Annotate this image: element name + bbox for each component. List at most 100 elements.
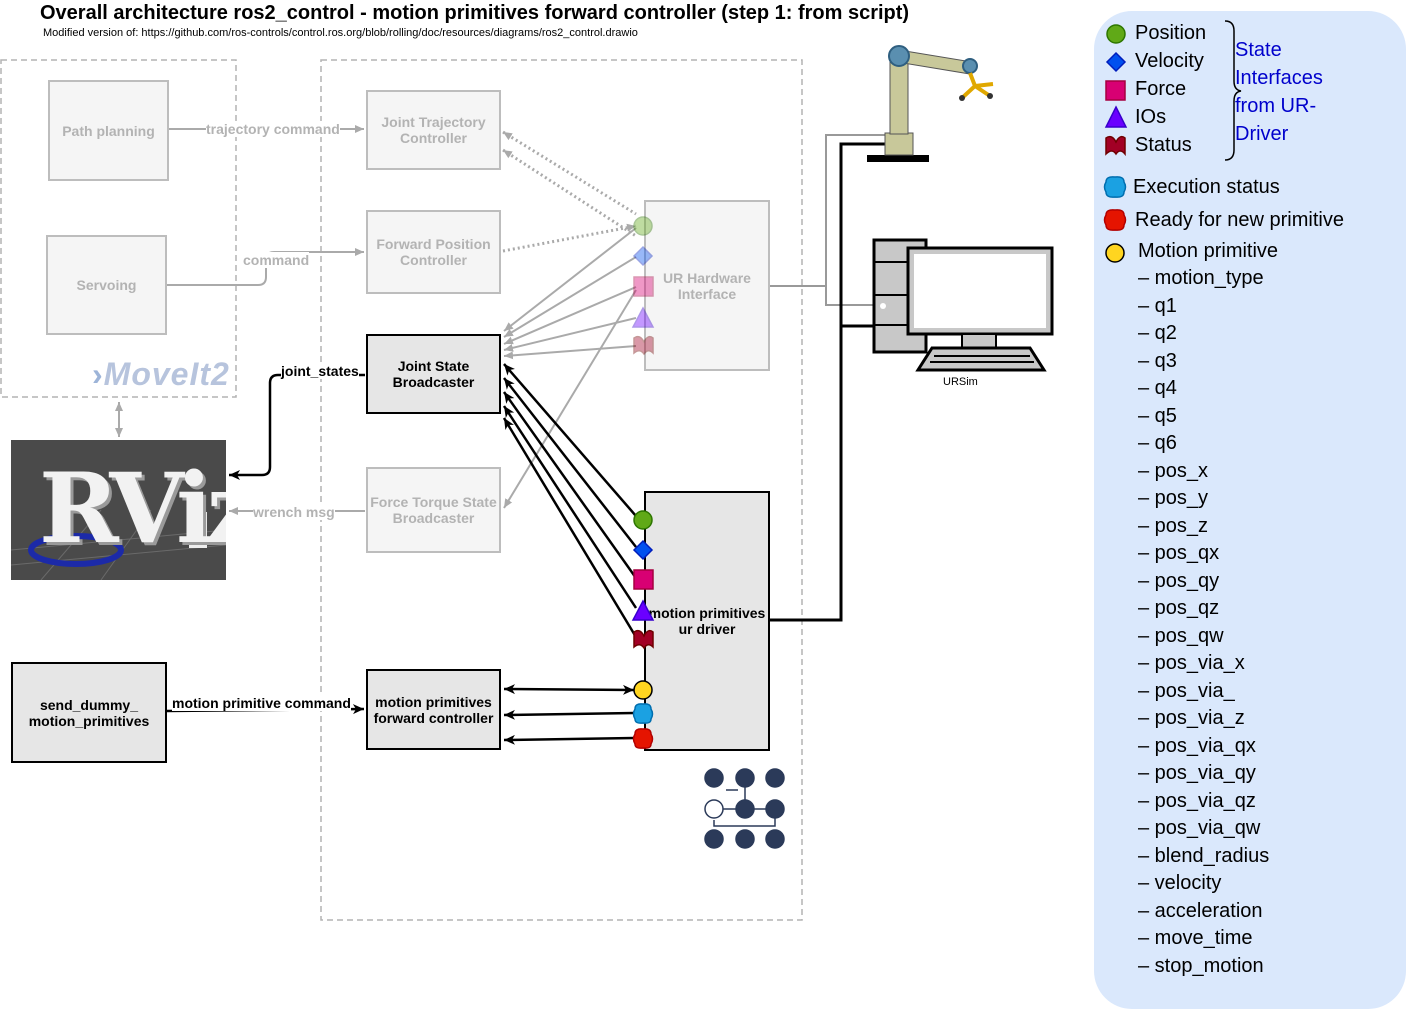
forward-position-controller: Forward Position Controller	[366, 210, 501, 294]
ur-force-to-fts	[503, 289, 637, 509]
command-label: command	[243, 252, 310, 268]
legend-velocity-label: Velocity	[1135, 50, 1204, 72]
ur-hardware-interface: UR Hardware Interface	[644, 200, 770, 371]
legend-ios-label: IOs	[1135, 106, 1167, 128]
ur-force-to-jsb	[503, 286, 637, 345]
jtc-dotted-2	[502, 148, 637, 238]
legend-status-icon	[1105, 135, 1126, 157]
legend-brace	[1224, 20, 1242, 161]
motion-primitive-field: – pos_via_	[1138, 679, 1235, 702]
motion-primitive-field: – motion_type	[1138, 267, 1264, 289]
motion-primitive-field: – pos_x	[1138, 459, 1209, 482]
source-note: Modified version of: https://github.com/…	[43, 27, 638, 39]
motion-primitive-field: – pos_via_qz	[1138, 789, 1256, 812]
joint-states-arrow	[229, 373, 365, 480]
driver-force-port	[633, 569, 654, 590]
send-dummy-motion-primitives-label: send_dummy_ motion_primitives	[28, 696, 150, 729]
legend-position-icon	[1106, 24, 1126, 44]
legend-motion-primitive-icon	[1105, 243, 1125, 263]
motion-primitive-field: – pos_qx	[1138, 542, 1220, 564]
jtc-dotted-1	[502, 130, 637, 216]
drv-vel-to-jsb	[503, 377, 637, 548]
path-planning-label: Path planning	[62, 122, 155, 139]
drv-io-to-jsb	[502, 405, 638, 609]
state-interfaces-note: State Interfaces from UR-Driver	[1235, 39, 1323, 145]
trajectory-command-label: trajectory command	[206, 121, 340, 137]
motion-primitive-field: – pos_qz	[1138, 597, 1220, 619]
ursim-label: URSim	[943, 376, 978, 388]
driver-status-port	[633, 629, 654, 650]
motion-primitive-field: – q1	[1138, 294, 1177, 317]
ur-pos-to-jsb	[503, 227, 637, 332]
ur-vel-to-jsb	[503, 256, 637, 338]
motion-primitives-forward-controller-label: motion primitives forward controller	[373, 693, 494, 726]
ur-hw-position-port	[633, 216, 653, 236]
force-torque-state-broadcaster: Force Torque State Broadcaster	[366, 467, 501, 553]
driver-to-mpfc-exec-status	[503, 709, 635, 720]
legend-motion-primitive-label: Motion primitive	[1138, 240, 1279, 262]
joint-state-broadcaster-label: Joint State Broadcaster	[392, 358, 475, 390]
legend-execution-status-icon	[1103, 176, 1127, 198]
ur-status-to-jsb	[503, 345, 637, 360]
motion-primitive-field: – q2	[1138, 322, 1177, 344]
legend-execution-status-label: Execution status	[1133, 176, 1280, 198]
rviz-logo: RViz	[11, 440, 226, 580]
forward-position-controller-label: Forward Position Controller	[376, 236, 491, 268]
computer-icon	[872, 238, 1054, 372]
servoing-label: Servoing	[76, 277, 137, 293]
rviz-logo-text: RViz	[39, 452, 226, 565]
motion-primitive-field: – q4	[1138, 377, 1177, 399]
ur-hw-io-port	[631, 306, 655, 328]
legend-position-label: Position	[1135, 22, 1207, 44]
legend-status-label: Status	[1135, 134, 1192, 156]
ur-hw-ports	[631, 216, 655, 356]
ros2-control-group-border	[320, 59, 803, 921]
send-dummy-motion-primitives-box: send_dummy_ motion_primitives	[11, 662, 167, 763]
joint-trajectory-controller: Joint Trajectory Controller	[366, 90, 501, 170]
motion-primitive-field: – pos_z	[1138, 514, 1209, 537]
legend-panel	[1094, 11, 1406, 1009]
driver-io-port	[631, 599, 655, 621]
wrench-msg-label: wrench msg	[253, 504, 335, 520]
ur-hw-to-ursim-wire	[770, 134, 885, 287]
driver-execution-status-port	[632, 703, 654, 724]
driver-to-mpfc-ready	[503, 734, 635, 745]
motion-primitive-field: – pos_y	[1138, 487, 1209, 509]
legend-force-icon	[1105, 80, 1126, 101]
driver-motion-primitive-port	[633, 680, 653, 700]
motion-primitive-field: – blend_radius	[1138, 844, 1270, 867]
joint-trajectory-controller-label: Joint Trajectory Controller	[381, 114, 486, 146]
motion-primitive-field: – pos_qw	[1138, 624, 1224, 647]
motion-primitive-field: – pos_via_qx	[1138, 734, 1256, 757]
motion-primitive-field: – velocity	[1138, 872, 1222, 894]
drv-pos-to-jsb	[503, 363, 637, 517]
mpfc-to-driver-primitive	[503, 684, 635, 695]
driver-ports	[631, 510, 655, 749]
motion-primitive-field: – stop_motion	[1138, 954, 1264, 977]
legend-symbols	[1103, 20, 1242, 263]
motion-primitives-ur-driver: motion primitives ur driver	[644, 491, 770, 751]
driver-to-robot-wire	[770, 142, 885, 622]
motion-primitive-field: – pos_qy	[1138, 569, 1220, 592]
legend-velocity-icon	[1105, 51, 1127, 73]
motion-primitive-field: – q3	[1138, 349, 1177, 372]
motion-primitive-command-label: motion primitive command	[172, 695, 351, 711]
ur-io-to-jsb	[503, 317, 637, 352]
motion-primitive-field: – acceleration	[1138, 899, 1263, 922]
moveit2-logo: ›MoveIt2	[92, 356, 230, 392]
rviz-grid	[11, 503, 226, 580]
motion-primitives-forward-controller: motion primitives forward controller	[366, 669, 501, 750]
moveit-group-border	[0, 59, 237, 398]
drv-force-to-jsb	[502, 391, 638, 579]
legend-force-label: Force	[1135, 78, 1187, 100]
driver-position-port	[633, 510, 653, 530]
ur-hw-velocity-port	[632, 245, 654, 267]
ur-hardware-interface-label: UR Hardware Interface	[663, 269, 751, 302]
legend-io-icon	[1104, 105, 1128, 128]
ur-hw-status-port	[633, 335, 654, 356]
driver-ready-port	[632, 728, 654, 749]
legend-ready-label: Ready for new primitive	[1135, 209, 1344, 231]
motion-primitive-field: – q6	[1138, 432, 1177, 454]
